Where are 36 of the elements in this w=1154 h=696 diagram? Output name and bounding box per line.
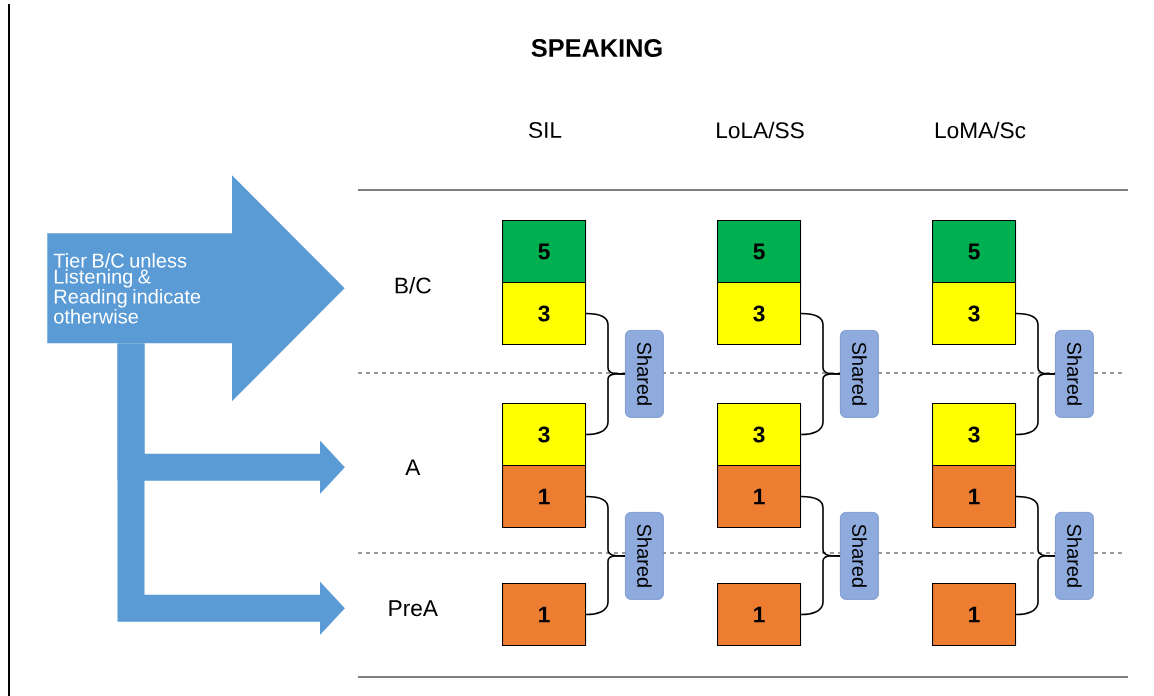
shared-tag: Shared (625, 512, 664, 600)
shared-tag: Shared (625, 330, 664, 418)
bracket-line (585, 373, 626, 436)
bracket-line (585, 555, 626, 616)
shared-tag: Shared (840, 512, 879, 600)
score-box: 3 (502, 282, 587, 346)
tier-label: B/C (395, 276, 431, 294)
shared-tag: Shared (840, 330, 879, 418)
shared-tag: Shared (1055, 330, 1094, 418)
score-box: 5 (717, 220, 802, 284)
score-box: 1 (717, 583, 802, 647)
arrow-text-box: Tier B/C unless Listening & Reading indicate otherwise (47, 233, 233, 344)
title: SPEAKING (531, 39, 662, 57)
bracket-line (800, 555, 841, 616)
bracket-line (1015, 555, 1056, 616)
tier-label: A (405, 459, 421, 476)
column-header: SIL (529, 121, 562, 139)
column-header: LoMA/Sc (935, 121, 1026, 139)
score-box: 1 (932, 583, 1017, 647)
bracket-line (800, 373, 841, 436)
score-box: 1 (502, 583, 587, 647)
score-box: 5 (932, 220, 1017, 284)
score-box: 3 (502, 403, 587, 467)
node-label: Tier B/C unless Listening & Reading indicate otherwise (53, 252, 201, 324)
score-box: 1 (717, 465, 802, 529)
score-box: 5 (502, 220, 587, 284)
score-box: 3 (932, 403, 1017, 467)
tier-label: PreA (389, 600, 438, 617)
bracket-line (1015, 373, 1056, 436)
score-box: 1 (932, 465, 1017, 529)
column-header: LoLA/SS (717, 121, 804, 139)
score-box: 3 (932, 282, 1017, 346)
score-box: 3 (717, 403, 802, 467)
score-box: 3 (717, 282, 802, 346)
shared-tag: Shared (1055, 512, 1094, 600)
score-box: 1 (502, 465, 587, 529)
